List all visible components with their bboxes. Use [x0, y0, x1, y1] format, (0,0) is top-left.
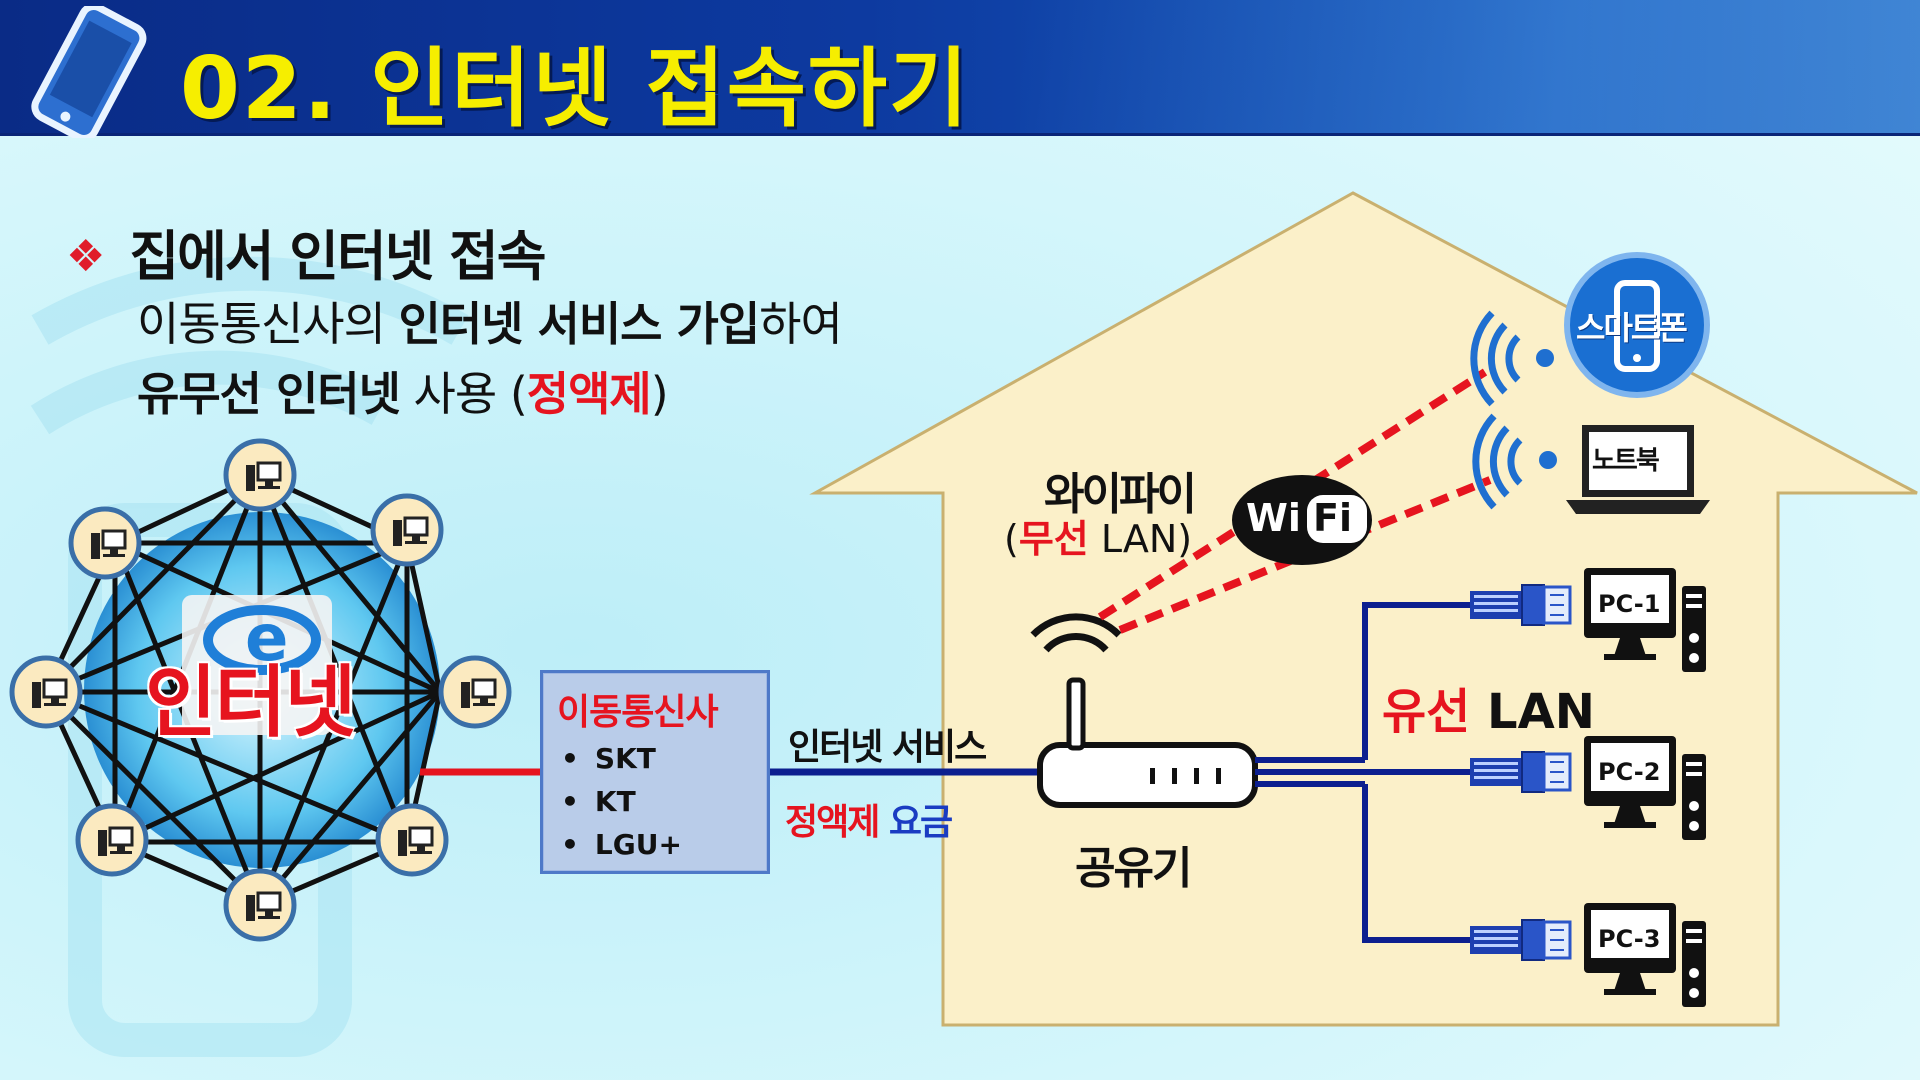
wifi-title: 와이파이	[1044, 469, 1197, 520]
svg-text:e: e	[245, 602, 288, 676]
desc1-part1: 이동통신사의	[137, 297, 399, 351]
wired-cables	[1255, 602, 1480, 943]
header-bar	[0, 0, 1920, 136]
smartphone-device-icon	[1564, 252, 1710, 398]
pc-3-label: PC-3	[1598, 925, 1661, 953]
internet-globe: e	[42, 472, 444, 909]
bullet-heading: ❖ 집에서 인터넷 접속	[66, 212, 547, 291]
desc2-part2: )	[650, 367, 669, 421]
header-decoration	[1020, 0, 1920, 133]
wifi-badge-right: Fi	[1313, 496, 1352, 540]
pc-1-label: PC-1	[1598, 590, 1661, 618]
desc2-bold: 유무선 인터넷	[137, 367, 401, 421]
carrier-box: 이동통신사 SKT KT LGU+	[540, 670, 770, 874]
wifi-subtitle: (무선 LAN)	[1004, 508, 1192, 563]
wifi-badge	[1232, 475, 1372, 565]
wired-label-rest: LAN	[1470, 684, 1595, 740]
notebook-label: 노트북	[1592, 446, 1660, 476]
smartphone-icon	[31, 6, 147, 138]
fee-label-red: 정액제	[785, 802, 880, 843]
wired-lan-label: 유선 LAN	[1382, 672, 1595, 742]
fee-label: 정액제 요금	[785, 793, 953, 845]
bullet-heading-text: 집에서 인터넷 접속	[129, 225, 546, 288]
carrier-list: SKT KT LGU+	[561, 737, 682, 866]
pc-2-label: PC-2	[1598, 758, 1661, 786]
wired-label-red: 유선	[1382, 684, 1471, 740]
router-label: 공유기	[1075, 843, 1192, 894]
carrier-item: LGU+	[561, 823, 682, 866]
smartphone-label: 스마트폰	[1576, 309, 1688, 347]
desc2-part1: 사용 (	[399, 367, 528, 421]
internet-label: 인터넷	[145, 658, 356, 748]
wifi-signal-icon	[1470, 310, 1523, 510]
page-title: 02. 인터넷 접속하기	[180, 39, 971, 139]
fee-label-blue: 요금	[878, 802, 953, 843]
carrier-item: SKT	[561, 737, 682, 780]
wifi-badge-left: Wi	[1246, 496, 1301, 540]
desc1-part2: 하여	[759, 297, 843, 351]
service-label: 인터넷 서비스	[788, 727, 987, 768]
description-line-1: 이동통신사의 인터넷 서비스 가입하여	[137, 288, 843, 354]
notebook-icon	[1566, 425, 1710, 514]
description-line-2: 유무선 인터넷 사용 (정액제)	[137, 358, 669, 424]
desc1-bold: 인터넷 서비스 가입	[398, 297, 761, 351]
wifi-sub-red: 무선	[1018, 517, 1089, 561]
diamond-bullet-icon: ❖	[66, 231, 105, 282]
desc2-red: 정액제	[526, 367, 652, 421]
carrier-title: 이동통신사	[557, 692, 719, 733]
carrier-item: KT	[561, 780, 682, 823]
wifi-sub-open: (	[1004, 517, 1019, 561]
node-pcs	[9, 438, 512, 942]
wifi-sub-rest: LAN)	[1088, 517, 1193, 561]
